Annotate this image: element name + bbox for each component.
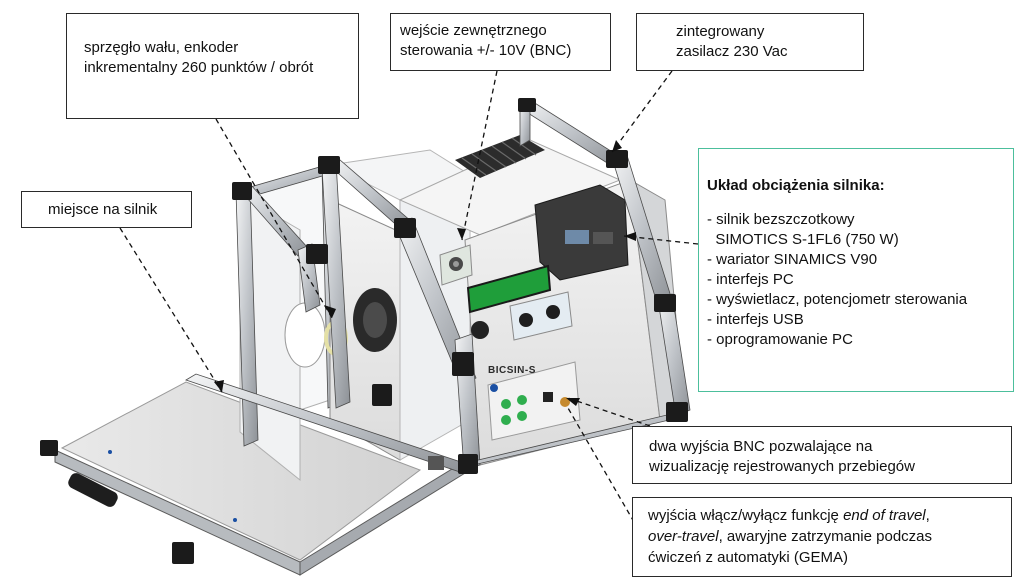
lcd-display <box>466 264 552 314</box>
callout-text: zintegrowany <box>676 23 765 40</box>
load-item: - interfejs USB <box>707 311 804 328</box>
bnc-output-1 <box>501 399 511 409</box>
callout-heading: Układ obciążenia silnika: <box>707 177 885 194</box>
leader-coupling <box>215 118 333 319</box>
callout-text: miejsce na silnik <box>48 201 158 218</box>
callout-text: , <box>925 507 930 524</box>
callout-line: over-travel, awaryjne zatrzymanie podcza… <box>648 526 1011 547</box>
base-plate <box>60 381 422 561</box>
callout-text: inkrementalny 260 punktów / obrót <box>84 59 314 76</box>
leader-motor-place <box>119 227 223 393</box>
arrowhead-motor-place <box>214 380 224 392</box>
load-item: - oprogramowanie PC <box>707 331 853 348</box>
connector-panel <box>487 361 581 441</box>
callout-text: zasilacz 230 Vac <box>676 43 788 60</box>
callout-line: wyjścia włącz/wyłącz funkcję end of trav… <box>648 505 1011 526</box>
leader-load <box>623 235 699 245</box>
gema-output-1 <box>501 415 511 425</box>
callout-text: wyjścia włącz/wyłącz funkcję <box>648 507 844 524</box>
load-item: - silnik bezszczotkowy <box>707 211 855 228</box>
load-item: - wyświetlacz, potencjometr sterowania <box>707 291 968 308</box>
callout-text: wizualizację rejestrowanych przebiegów <box>649 458 915 475</box>
load-item: - wariator SINAMICS V90 <box>707 251 878 268</box>
leader-arrowheads <box>324 140 636 318</box>
bnc-output-2 <box>517 395 527 405</box>
leader-bnc-out <box>567 397 651 427</box>
callout-gema-outputs: wyjścia włącz/wyłącz funkcję end of trav… <box>632 497 1012 577</box>
load-item: SIMOTICS S-1FL6 (750 W) <box>707 231 899 248</box>
callout-motor-place: miejsce na silnik <box>21 191 192 228</box>
gema-output-2 <box>517 411 527 421</box>
device-model-label: BICSIN-S <box>488 365 536 376</box>
callout-text: sterowania +/- 10V (BNC) <box>400 42 572 59</box>
callout-text: ćwiczeń z automatyki (GEMA) <box>648 549 849 566</box>
motor-mount-hole <box>284 302 326 368</box>
load-item: - interfejs PC <box>707 271 794 288</box>
arrowhead-bnc-out <box>566 398 580 406</box>
callout-text: wejście zewnętrznego <box>400 22 547 39</box>
carry-handle <box>68 473 118 507</box>
callout-bnc-input: wejście zewnętrznego sterowania +/- 10V … <box>390 13 611 71</box>
callout-text: sprzęgło wału, enkoder <box>84 39 239 56</box>
control-knob <box>546 305 560 319</box>
corner-connectors <box>40 98 688 564</box>
leader-lines <box>119 70 699 523</box>
callout-text-italic: over-travel <box>648 528 719 545</box>
callout-coupling-encoder: sprzęgło wału, enkoder inkrementalny 260… <box>66 13 359 119</box>
leader-gema <box>567 407 635 523</box>
main-switch-knob <box>471 321 489 339</box>
potentiometer-knob <box>519 313 533 327</box>
leader-bnc-input <box>461 70 498 241</box>
callout-load-unit: Układ obciążenia silnika: - silnik bezsz… <box>698 148 1014 392</box>
leader-psu <box>611 70 673 153</box>
callout-text: dwa wyjścia BNC pozwalające na <box>649 438 873 455</box>
control-plate <box>509 291 573 341</box>
callout-power-supply: zintegrowany zasilacz 230 Vac <box>636 13 864 71</box>
usb-port <box>543 392 553 402</box>
callout-text: , awaryjne zatrzymanie podczas <box>718 528 933 545</box>
callout-bnc-outputs: dwa wyjścia BNC pozwalające na wizualiza… <box>632 426 1012 484</box>
callout-text-italic: end of travel <box>843 507 926 524</box>
